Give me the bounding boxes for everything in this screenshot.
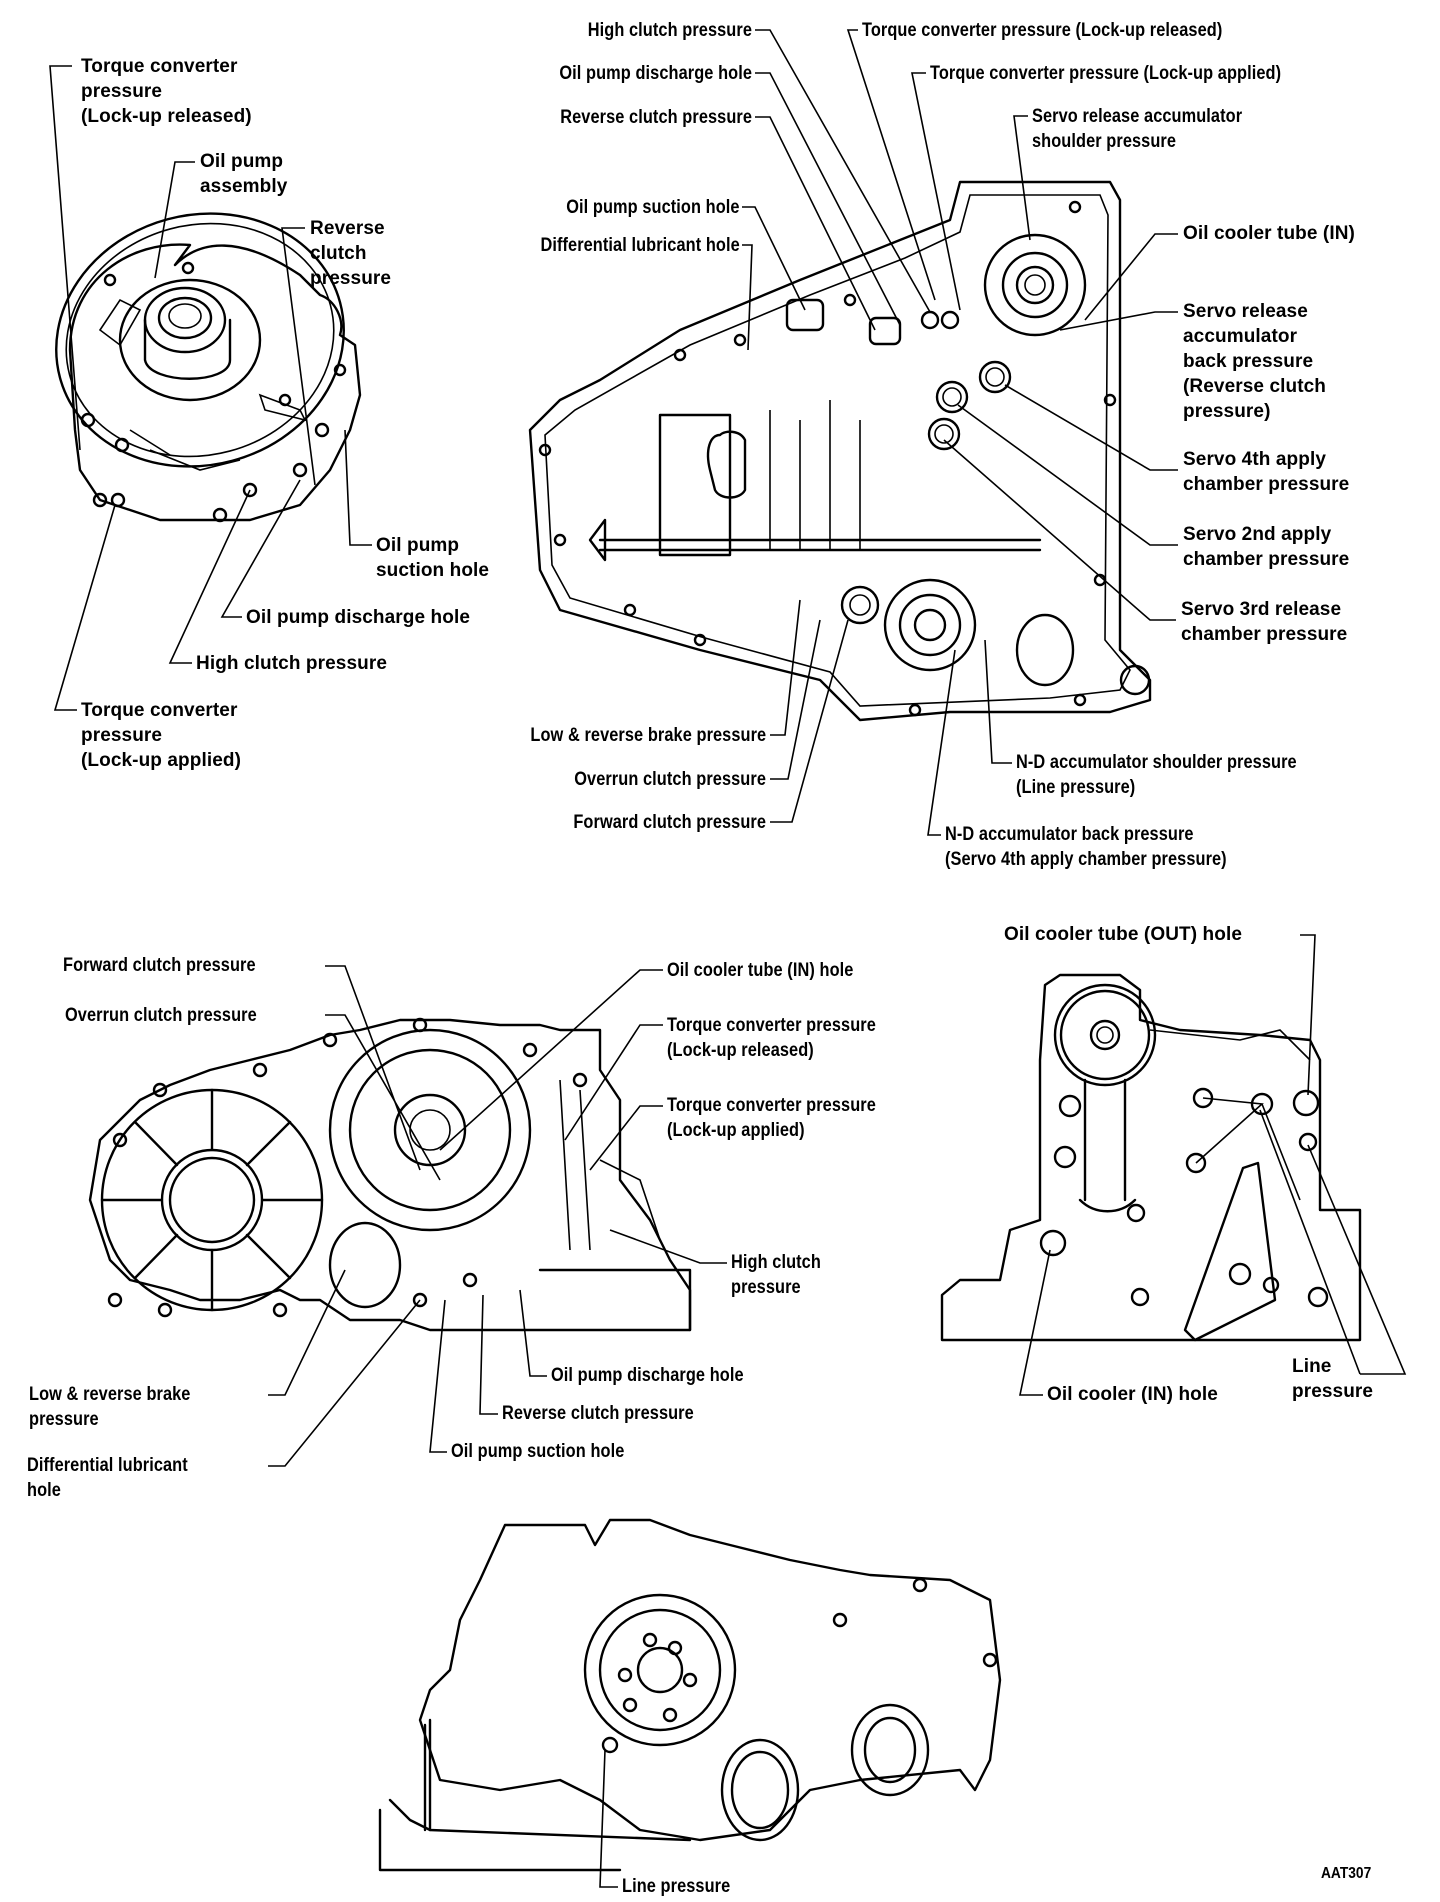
- label-oil-cooler-tube-in: Oil cooler tube (IN): [1183, 223, 1355, 244]
- label-oil-pump-discharge-hole: Oil pump discharge hole: [246, 607, 471, 628]
- label-housing-differential-lubricant: Differential lubricant hole: [27, 1455, 188, 1501]
- label-oil-pump-reverse-clutch: Reverse clutch pressure: [310, 218, 392, 289]
- label-case-overrun-clutch: Overrun clutch pressure: [574, 769, 766, 790]
- label-oil-cooler-tube-out-hole: Oil cooler tube (OUT) hole: [1004, 924, 1242, 945]
- label-housing-high-clutch: High clutch pressure: [731, 1252, 821, 1298]
- label-servo-3rd-release: Servo 3rd release chamber pressure: [1181, 599, 1348, 645]
- label-rear-line-pressure: Line pressure: [622, 1876, 731, 1897]
- label-housing-overrun-clutch: Overrun clutch pressure: [65, 1005, 257, 1026]
- label-case-high-clutch: High clutch pressure: [587, 20, 752, 41]
- label-oil-pump-tc-applied: Torque converter pressure (Lock-up appli…: [81, 700, 242, 771]
- label-housing-tc-released: Torque converter pressure (Lock-up relea…: [667, 1015, 876, 1061]
- label-case-reverse-clutch: Reverse clutch pressure: [560, 107, 752, 128]
- figure-reference-code: AAT307: [1321, 1865, 1372, 1882]
- label-housing-oil-pump-suction: Oil pump suction hole: [451, 1441, 625, 1462]
- label-case-oil-pump-suction: Oil pump suction hole: [566, 197, 740, 218]
- label-housing-reverse-clutch: Reverse clutch pressure: [502, 1403, 694, 1424]
- label-oil-pump-high-clutch: High clutch pressure: [196, 653, 387, 674]
- label-nd-accum-shoulder: N-D accumulator shoulder pressure (Line …: [1016, 752, 1297, 798]
- converter-housing-drawing: [88, 1017, 692, 1332]
- label-servo-release-accum-back: Servo release accumulator back pressure …: [1183, 301, 1327, 422]
- label-housing-low-reverse-brake: Low & reverse brake pressure: [29, 1384, 191, 1430]
- label-case-forward-clutch: Forward clutch pressure: [573, 812, 766, 833]
- label-nd-accum-back: N-D accumulator back pressure (Servo 4th…: [945, 824, 1227, 870]
- label-servo-2nd-apply: Servo 2nd apply chamber pressure: [1183, 524, 1350, 570]
- label-oil-pump-assembly: Oil pump assembly: [200, 151, 288, 197]
- leader-lines: [49, 29, 1407, 1888]
- transaxle-end-view-drawing: [940, 973, 1362, 1342]
- label-oil-pump-tc-released: Torque converter pressure (Lock-up relea…: [81, 56, 252, 127]
- oil-pump-drawing: [55, 212, 362, 523]
- label-housing-forward-clutch: Forward clutch pressure: [63, 955, 256, 976]
- label-case-differential-lubricant: Differential lubricant hole: [540, 235, 740, 256]
- label-case-oil-pump-discharge: Oil pump discharge hole: [559, 63, 752, 84]
- label-case-low-reverse-brake: Low & reverse brake pressure: [530, 725, 766, 746]
- label-housing-oil-pump-discharge: Oil pump discharge hole: [551, 1365, 744, 1386]
- label-servo-4th-apply: Servo 4th apply chamber pressure: [1183, 449, 1350, 495]
- transaxle-case-side-drawing: [528, 180, 1152, 722]
- label-oil-cooler-in-hole: Oil cooler (IN) hole: [1047, 1384, 1218, 1405]
- label-oil-pump-suction-hole: Oil pump suction hole: [376, 535, 490, 581]
- label-case-tc-released: Torque converter pressure (Lock-up relea…: [862, 20, 1223, 41]
- label-case-tc-applied: Torque converter pressure (Lock-up appli…: [930, 63, 1282, 84]
- label-end-line-pressure: Line pressure: [1292, 1356, 1374, 1402]
- label-housing-oil-cooler-tube-in: Oil cooler tube (IN) hole: [667, 960, 854, 981]
- transaxle-rear-view-drawing: [378, 1518, 1002, 1872]
- label-servo-release-accum-shoulder: Servo release accumulator shoulder press…: [1032, 106, 1243, 152]
- label-housing-tc-applied: Torque converter pressure (Lock-up appli…: [667, 1095, 876, 1141]
